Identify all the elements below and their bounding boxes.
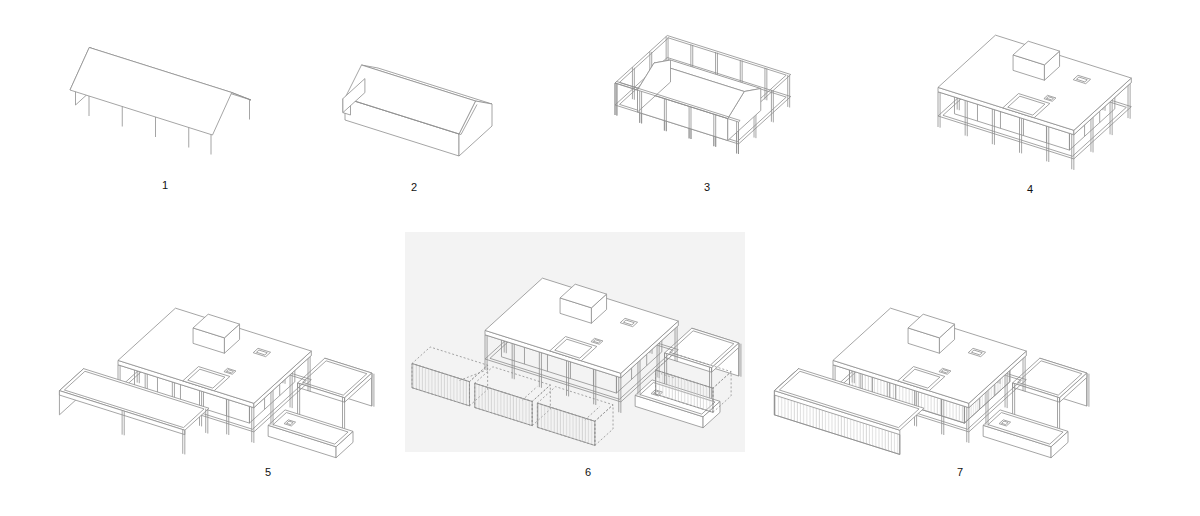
final-sketch (774, 308, 1115, 458)
step-number: 1 (162, 179, 168, 192)
step-number: 3 (704, 181, 710, 194)
exploded-sketch (412, 278, 768, 445)
additions-sketch (59, 308, 400, 458)
step-number: 7 (957, 466, 963, 479)
barn-sketch (70, 48, 251, 155)
step-number: 4 (1027, 183, 1033, 196)
step-number: 2 (411, 181, 417, 194)
step-number: 6 (585, 466, 591, 479)
frame-sketch (589, 36, 816, 155)
house-sketch (343, 65, 492, 156)
step-number: 5 (265, 466, 271, 479)
slab-sketch (909, 35, 1159, 170)
